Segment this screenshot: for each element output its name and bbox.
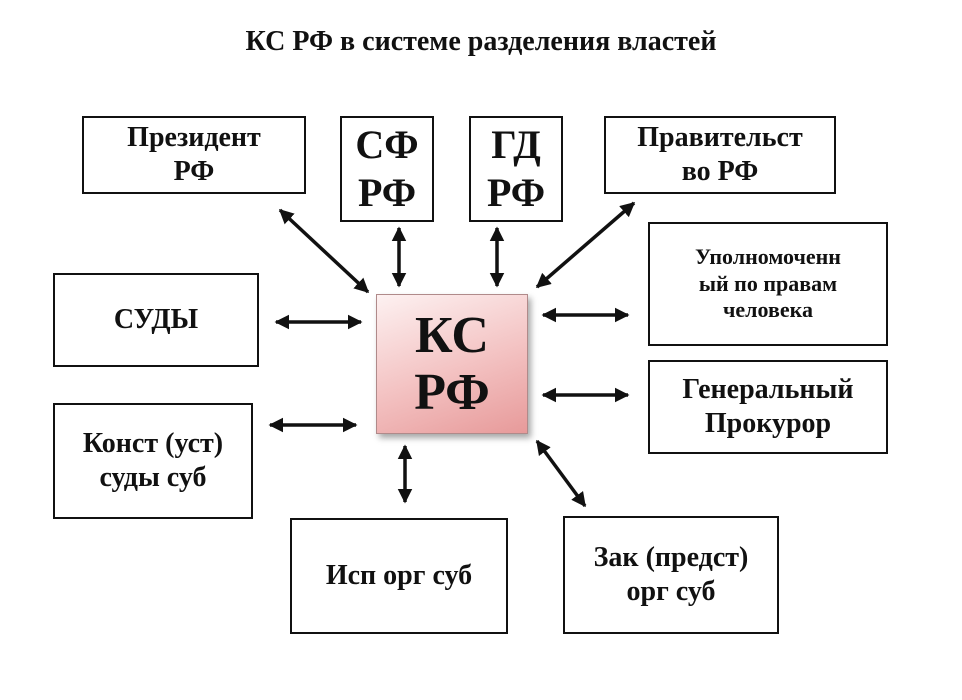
node-courts-label: СУДЫ bbox=[113, 304, 199, 336]
diagram-title: КС РФ в системе разделения властей bbox=[245, 26, 717, 57]
node-exec-subj-label: Исп орг суб bbox=[325, 560, 473, 592]
node-courts: СУДЫ bbox=[53, 273, 259, 367]
node-ombudsman-label: Уполномоченн ый по правам человека bbox=[695, 244, 841, 323]
node-gd: ГД РФ bbox=[469, 116, 563, 222]
node-ombudsman: Уполномоченн ый по правам человека bbox=[648, 222, 888, 346]
node-gd-label: ГД РФ bbox=[486, 122, 546, 215]
node-prosecutor: Генеральный Прокурор bbox=[648, 360, 888, 454]
node-sf: СФ РФ bbox=[340, 116, 434, 222]
node-government: Правительст во РФ bbox=[604, 116, 836, 194]
node-exec-subj: Исп орг суб bbox=[290, 518, 508, 634]
node-legis-subj: Зак (предст) орг суб bbox=[563, 516, 779, 634]
node-const-courts: Конст (уст) суды суб bbox=[53, 403, 253, 519]
node-president-label: Президент РФ bbox=[127, 122, 261, 187]
arrow-government bbox=[535, 201, 636, 289]
arrow-legis-subj bbox=[535, 439, 587, 508]
node-government-label: Правительст во РФ bbox=[637, 122, 803, 187]
node-sf-label: СФ РФ bbox=[355, 122, 419, 215]
ks-rf-center-node: КС РФ bbox=[376, 294, 528, 434]
node-prosecutor-label: Генеральный Прокурор bbox=[682, 374, 854, 439]
node-const-courts-label: Конст (уст) суды суб bbox=[82, 428, 224, 493]
center-label: КС РФ bbox=[414, 306, 490, 421]
node-legis-subj-label: Зак (предст) орг суб bbox=[593, 542, 749, 607]
arrow-president bbox=[278, 208, 370, 294]
node-president: Президент РФ bbox=[82, 116, 306, 194]
